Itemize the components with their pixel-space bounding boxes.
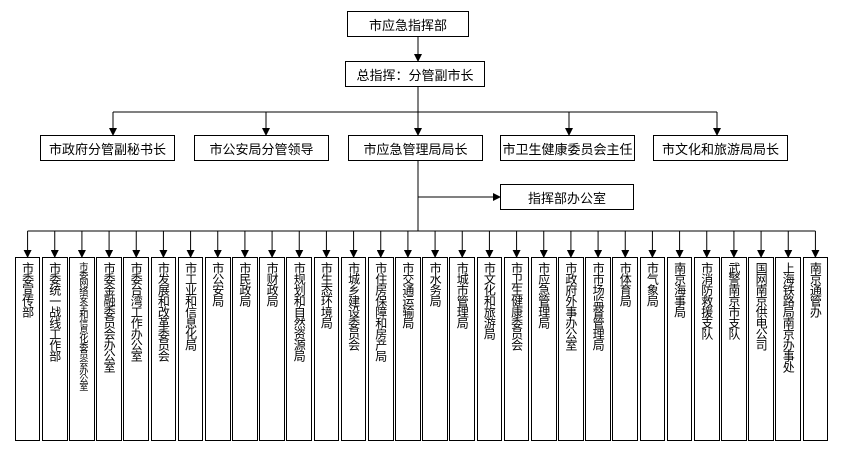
member-unit-box: 市委宣传部 <box>14 257 41 441</box>
deputy-box: 市应急管理局局长 <box>348 135 483 161</box>
member-unit-box: 市生态环境局 <box>313 257 340 441</box>
deputy-label: 市应急管理局局长 <box>363 142 468 158</box>
member-unit-box: 市委台湾工作办公室 <box>123 257 150 441</box>
commander-label: 总指挥：分管副市长 <box>356 68 474 84</box>
member-unit-box: 市体育局 <box>612 257 639 441</box>
member-unit-label: 市消防救援支队 <box>699 262 714 339</box>
member-unit-label: 市水务局 <box>428 262 443 306</box>
member-unit-box: 市工业和信息化局 <box>177 257 204 441</box>
deputy-label: 市文化和旅游局局长 <box>661 142 779 158</box>
member-unit-label: 市委台湾工作办公室 <box>129 262 144 361</box>
command-office-box: 指挥部办公室 <box>500 184 634 210</box>
top-command-box: 市应急指挥部 <box>347 11 469 37</box>
member-unit-label: 市卫生健康委员会 <box>509 262 524 350</box>
member-unit-label: 市工业和信息化局 <box>183 262 198 350</box>
member-unit-box: 南京海事局 <box>666 257 693 441</box>
member-unit-label: 市文化和旅游局 <box>482 262 497 339</box>
top-command-label: 市应急指挥部 <box>368 18 447 34</box>
member-unit-box: 市交通运输局 <box>395 257 421 441</box>
member-unit-box: 市委统一战线工作部 <box>41 257 68 441</box>
member-unit-box: 市政府外事办公室 <box>558 257 584 441</box>
deputy-box: 市公安局分管领导 <box>194 135 329 161</box>
member-unit-box: 市市场监督管理局 <box>585 257 611 441</box>
member-unit-box: 武警南京市支队 <box>721 257 747 441</box>
member-unit-box: 市消防救援支队 <box>693 257 720 441</box>
member-unit-box: 市委金融委员会办公室 <box>96 257 122 441</box>
member-unit-label: 市住房保障和房产局 <box>373 262 388 361</box>
member-unit-box: 市民政局 <box>232 257 258 441</box>
member-unit-label: 市城市管理局 <box>455 262 470 328</box>
member-unit-box: 市卫生健康委员会 <box>503 257 530 441</box>
member-unit-box: 市住房保障和房产局 <box>367 257 394 441</box>
member-unit-label: 市应急管理局 <box>536 262 551 328</box>
commander-box: 总指挥：分管副市长 <box>345 61 485 87</box>
member-unit-label: 市体育局 <box>618 262 633 306</box>
member-unit-box: 市气象局 <box>639 257 666 441</box>
member-unit-label: 南京通管办 <box>808 262 823 317</box>
member-unit-box: 市文化和旅游局 <box>476 257 503 441</box>
member-unit-box: 市水务局 <box>422 257 448 441</box>
member-unit-label: 市发展和改革委员会 <box>156 262 171 361</box>
member-unit-box: 市委网络安全和信息化委员会办公室 <box>69 257 95 441</box>
member-unit-box: 市发展和改革委员会 <box>150 257 177 441</box>
deputy-label: 市卫生健康委员会主任 <box>502 142 633 158</box>
member-unit-label: 市委宣传部 <box>20 262 35 317</box>
member-unit-label: 市民政局 <box>237 262 252 306</box>
deputy-box: 市卫生健康委员会主任 <box>500 135 635 161</box>
member-unit-label: 市市场监督管理局 <box>591 262 606 350</box>
member-unit-label: 市交通运输局 <box>400 262 415 328</box>
deputy-label: 市政府分管副秘书长 <box>48 142 166 158</box>
deputy-box: 市政府分管副秘书长 <box>40 135 175 161</box>
member-unit-label: 市政府外事办公室 <box>563 262 578 350</box>
member-unit-label: 武警南京市支队 <box>726 262 741 339</box>
member-unit-label: 市城乡建设委员会 <box>346 262 361 350</box>
member-unit-box: 市应急管理局 <box>530 257 557 441</box>
member-unit-box: 市财政局 <box>259 257 285 441</box>
member-unit-box: 上海铁路局南京办事处 <box>775 257 802 441</box>
command-office-label: 指挥部办公室 <box>527 191 606 207</box>
member-unit-box: 国网南京供电公司 <box>748 257 774 441</box>
member-unit-label: 市公安局 <box>210 262 225 306</box>
member-unit-box: 南京通管办 <box>802 257 829 441</box>
member-unit-box: 市城市管理局 <box>449 257 476 441</box>
member-unit-label: 国网南京供电公司 <box>754 262 769 350</box>
member-unit-label: 市委统一战线工作部 <box>47 262 62 361</box>
member-unit-label: 市气象局 <box>645 262 660 306</box>
member-unit-label: 市规划和自然资源局 <box>292 262 307 361</box>
member-unit-box: 市规划和自然资源局 <box>286 257 313 441</box>
deputy-label: 市公安局分管领导 <box>209 142 314 158</box>
member-unit-box: 市城乡建设委员会 <box>340 257 367 441</box>
member-unit-label: 南京海事局 <box>672 262 687 317</box>
member-unit-label: 上海铁路局南京办事处 <box>781 262 796 372</box>
member-unit-label: 市生态环境局 <box>319 262 334 328</box>
member-unit-box: 市公安局 <box>204 257 231 441</box>
member-unit-label: 市委金融委员会办公室 <box>102 262 117 372</box>
deputy-box: 市文化和旅游局局长 <box>653 135 788 161</box>
member-unit-label: 市委网络安全和信息化委员会办公室 <box>76 262 88 390</box>
member-unit-label: 市财政局 <box>265 262 280 306</box>
